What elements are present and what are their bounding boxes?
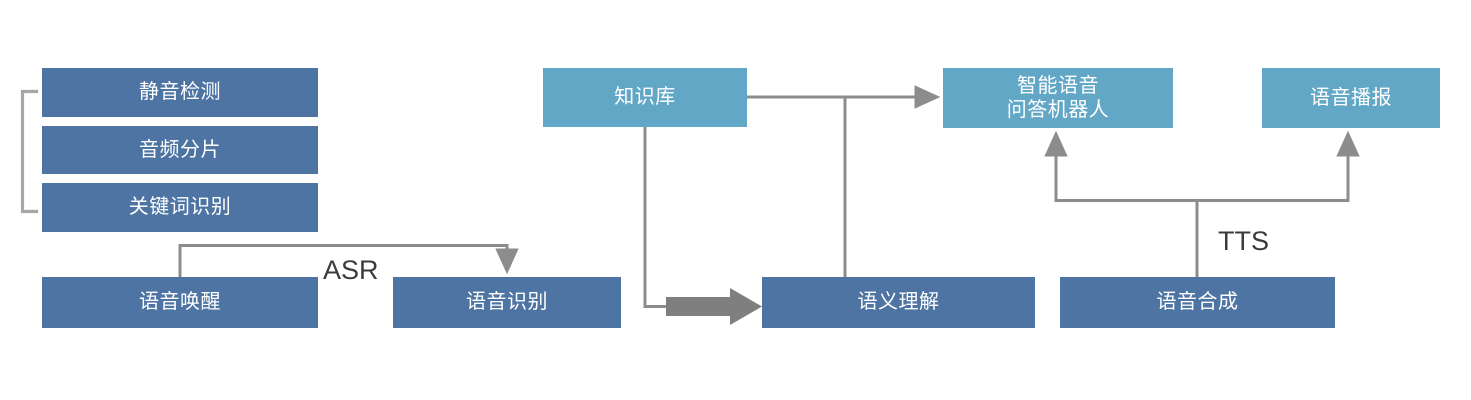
edge-synthesis-to-robot [1044,130,1199,277]
front-end-group-bracket [20,89,38,214]
node-speech-recognition[interactable]: 语音识别 [393,277,621,328]
thick-arrow-to-semantic [666,288,762,325]
node-semantic-understanding[interactable]: 语义理解 [762,277,1035,328]
edge-synthesis-to-broadcast [1197,130,1360,202]
node-qa-robot[interactable]: 智能语音 问答机器人 [943,68,1173,128]
edge-label-asr: ASR [323,255,379,285]
node-keyword-spotting[interactable]: 关键词识别 [42,183,318,232]
node-audio-segmentation[interactable]: 音频分片 [42,126,318,174]
edge-label-tts: TTS [1218,226,1269,256]
node-voice-broadcast[interactable]: 语音播报 [1262,68,1440,128]
edge-wakeup-to-recognition [178,244,519,277]
node-knowledge-base[interactable]: 知识库 [543,68,747,127]
node-speech-synthesis[interactable]: 语音合成 [1060,277,1335,328]
node-silence-detection[interactable]: 静音检测 [42,68,318,117]
node-voice-wakeup[interactable]: 语音唤醒 [42,277,318,328]
edge-kb-to-semantic [643,127,668,308]
